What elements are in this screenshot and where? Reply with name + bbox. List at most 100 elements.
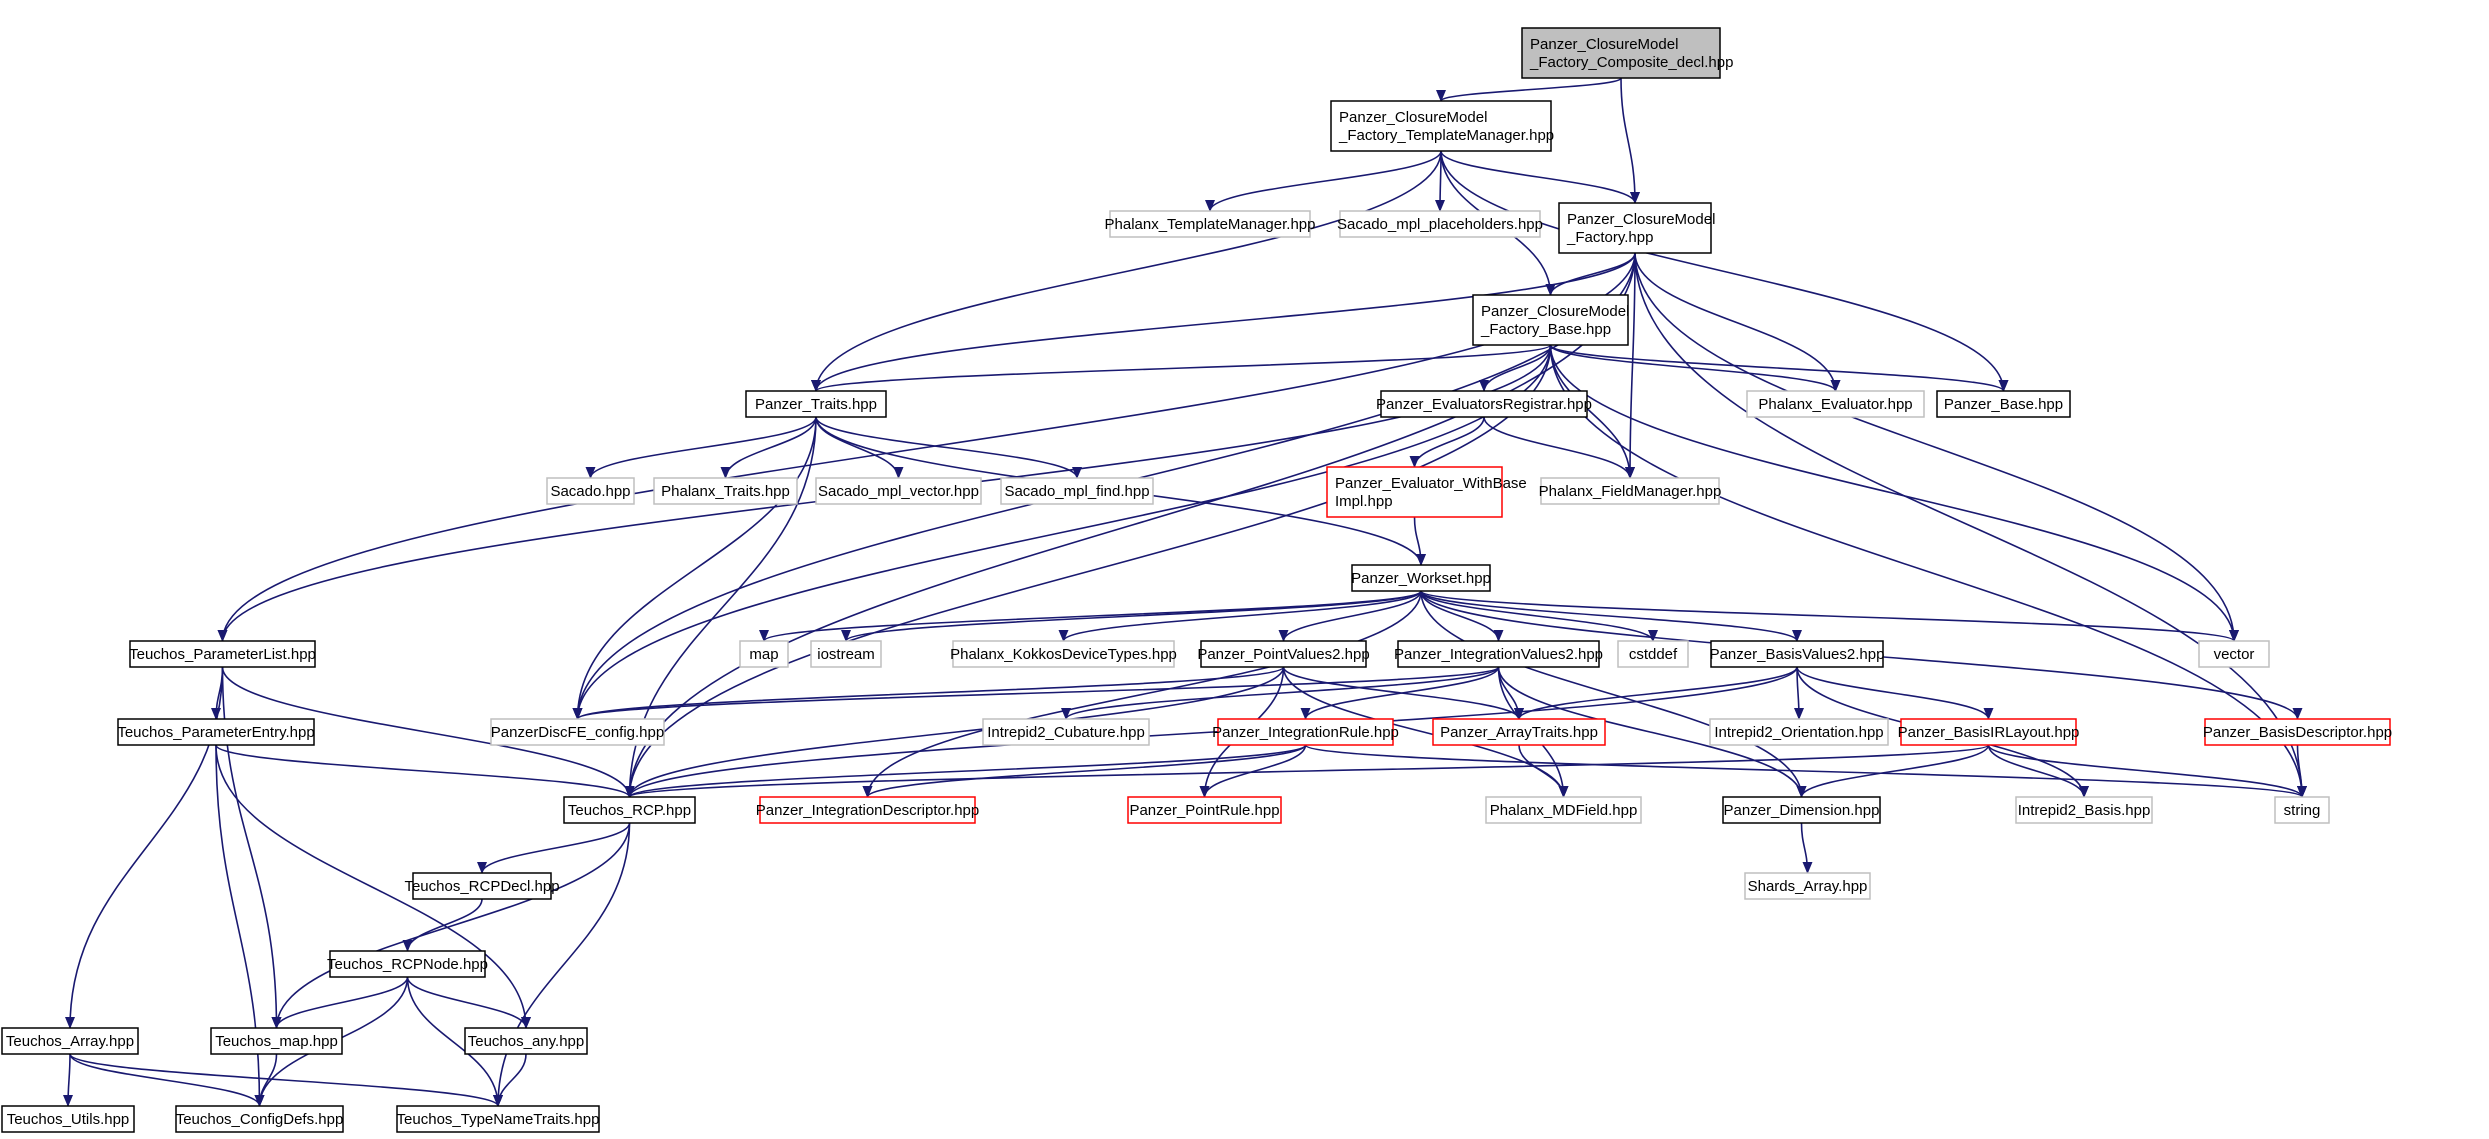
edge-base-to-traits	[811, 344, 1552, 392]
node-phx_tr[interactable]: Phalanx_Traits.hpp	[653, 477, 798, 505]
edge-base-to-phx_ev	[1549, 344, 1841, 392]
node-tany[interactable]: Teuchos_any.hpp	[464, 1027, 588, 1055]
node-pv2[interactable]: Panzer_PointValues2.hpp	[1197, 640, 1370, 668]
node-box	[1746, 390, 1925, 418]
node-box	[745, 390, 887, 418]
node-tm[interactable]: Panzer_ClosureModel_Factory_TemplateMana…	[1330, 100, 1554, 152]
edge-rcp-to-tmap	[271, 822, 631, 1029]
node-mdfield[interactable]: Phalanx_MDField.hpp	[1485, 796, 1642, 824]
edge-tarray-to-tconfig	[69, 1053, 265, 1107]
node-iv2[interactable]: Panzer_IntegrationValues2.hpp	[1394, 640, 1603, 668]
node-box	[490, 718, 665, 746]
node-box	[1709, 718, 1889, 746]
node-label: Teuchos_any.hpp	[468, 1033, 584, 1050]
node-label: Panzer_Base.hpp	[1944, 396, 2063, 413]
node-root[interactable]: Panzer_ClosureModel_Factory_Composite_de…	[1521, 27, 1733, 79]
node-box	[1330, 100, 1552, 152]
edge-workset-to-idesc	[862, 590, 1422, 798]
edge-bv2-to-rcp	[624, 666, 1798, 798]
node-box	[2204, 718, 2391, 746]
node-tconfig[interactable]: Teuchos_ConfigDefs.hpp	[175, 1105, 344, 1133]
node-rcpdecl[interactable]: Teuchos_RCPDecl.hpp	[404, 872, 560, 900]
node-idesc[interactable]: Panzer_IntegrationDescriptor.hpp	[756, 796, 979, 824]
edge-traits-to-phx_tr	[720, 416, 817, 479]
node-label: Panzer_ClosureModel	[1481, 303, 1629, 320]
node-map[interactable]: map	[739, 640, 789, 668]
node-sac_vec[interactable]: Sacado_mpl_vector.hpp	[815, 477, 982, 505]
node-cub[interactable]: Intrepid2_Cubature.hpp	[982, 718, 1150, 746]
edges-layer	[63, 77, 2307, 1107]
node-label: Teuchos_ParameterEntry.hpp	[117, 724, 314, 741]
node-birl[interactable]: Panzer_BasisIRLayout.hpp	[1898, 718, 2080, 746]
node-label: Intrepid2_Orientation.hpp	[1714, 724, 1883, 741]
node-string[interactable]: string	[2274, 796, 2330, 824]
node-sacado[interactable]: Sacado.hpp	[546, 477, 635, 505]
node-pentry[interactable]: Teuchos_ParameterEntry.hpp	[117, 718, 315, 746]
node-shards[interactable]: Shards_Array.hpp	[1744, 872, 1871, 900]
node-label: Teuchos_RCP.hpp	[568, 802, 691, 819]
edge-workset-to-iostream	[841, 590, 1422, 642]
node-tarray[interactable]: Teuchos_Array.hpp	[1, 1027, 139, 1055]
node-ttnt[interactable]: Teuchos_TypeNameTraits.hpp	[396, 1105, 600, 1133]
node-pdfe[interactable]: PanzerDiscFE_config.hpp	[490, 718, 665, 746]
node-label: Sacado.hpp	[550, 483, 630, 500]
node-label: Panzer_ClosureModel	[1339, 109, 1487, 126]
node-box	[1109, 210, 1311, 238]
node-label: Panzer_ClosureModel	[1567, 211, 1715, 228]
node-sac_ph[interactable]: Sacado_mpl_placeholders.hpp	[1337, 210, 1543, 238]
node-kokkos[interactable]: Phalanx_KokkosDeviceTypes.hpp	[950, 640, 1177, 668]
node-label: map	[749, 646, 778, 663]
node-phx_fm[interactable]: Phalanx_FieldManager.hpp	[1539, 477, 1722, 505]
node-box	[1351, 564, 1491, 592]
node-rcp[interactable]: Teuchos_RCP.hpp	[563, 796, 696, 824]
node-sac_find[interactable]: Sacado_mpl_find.hpp	[1000, 477, 1154, 505]
edge-workset-to-kokkos	[1058, 590, 1422, 642]
node-label: string	[2284, 802, 2321, 819]
edge-rcp-to-rcpdecl	[477, 822, 631, 874]
node-orient[interactable]: Intrepid2_Orientation.hpp	[1709, 718, 1889, 746]
edge-irule-to-prule	[1199, 744, 1307, 798]
node-box	[210, 1027, 343, 1055]
node-traits[interactable]: Panzer_Traits.hpp	[745, 390, 887, 418]
node-bdesc[interactable]: Panzer_BasisDescriptor.hpp	[2203, 718, 2392, 746]
node-evreg[interactable]: Panzer_EvaluatorsRegistrar.hpp	[1376, 390, 1592, 418]
node-i2basis[interactable]: Intrepid2_Basis.hpp	[2015, 796, 2153, 824]
node-pbase[interactable]: Panzer_Base.hpp	[1936, 390, 2071, 418]
nodes-layer: Panzer_ClosureModel_Factory_Composite_de…	[1, 27, 2392, 1133]
node-vector[interactable]: vector	[2198, 640, 2270, 668]
node-box	[412, 872, 552, 900]
edge-irule-to-idesc	[862, 744, 1307, 798]
edge-workset-to-iv2	[1420, 590, 1504, 642]
node-label: Teuchos_Array.hpp	[6, 1033, 134, 1050]
edge-atraits-to-mdfield	[1518, 744, 1569, 798]
node-rcpnode[interactable]: Teuchos_RCPNode.hpp	[327, 950, 488, 978]
edge-birl-to-dim	[1796, 744, 1990, 798]
node-phx_ev[interactable]: Phalanx_Evaluator.hpp	[1746, 390, 1925, 418]
node-label: Panzer_ArrayTraits.hpp	[1440, 724, 1598, 741]
node-box	[1540, 477, 1720, 505]
node-box	[1397, 640, 1600, 668]
node-label: Panzer_Dimension.hpp	[1724, 802, 1880, 819]
node-phx_tm[interactable]: Phalanx_TemplateManager.hpp	[1105, 210, 1316, 238]
node-fac[interactable]: Panzer_ClosureModel_Factory.hpp	[1558, 202, 1715, 254]
node-tutils[interactable]: Teuchos_Utils.hpp	[1, 1105, 135, 1133]
node-base[interactable]: Panzer_ClosureModel_Factory_Base.hpp	[1472, 294, 1629, 346]
node-irule[interactable]: Panzer_IntegrationRule.hpp	[1212, 718, 1399, 746]
edge-workset-to-cstddef	[1420, 590, 1658, 642]
node-label: Intrepid2_Cubature.hpp	[987, 724, 1145, 741]
node-plist[interactable]: Teuchos_ParameterList.hpp	[129, 640, 316, 668]
node-tmap[interactable]: Teuchos_map.hpp	[210, 1027, 343, 1055]
edge-rcp-to-ttnt	[493, 822, 631, 1107]
node-cstddef[interactable]: cstddef	[1617, 640, 1689, 668]
node-dim[interactable]: Panzer_Dimension.hpp	[1722, 796, 1881, 824]
node-box	[1217, 718, 1394, 746]
node-bv2[interactable]: Panzer_BasisValues2.hpp	[1710, 640, 1885, 668]
node-atraits[interactable]: Panzer_ArrayTraits.hpp	[1432, 718, 1606, 746]
node-iostream[interactable]: iostream	[810, 640, 882, 668]
node-box	[1900, 718, 2077, 746]
node-prule[interactable]: Panzer_PointRule.hpp	[1127, 796, 1282, 824]
edge-pv2-to-pdfe	[572, 666, 1285, 720]
node-workset[interactable]: Panzer_Workset.hpp	[1351, 564, 1491, 592]
node-box	[1485, 796, 1642, 824]
